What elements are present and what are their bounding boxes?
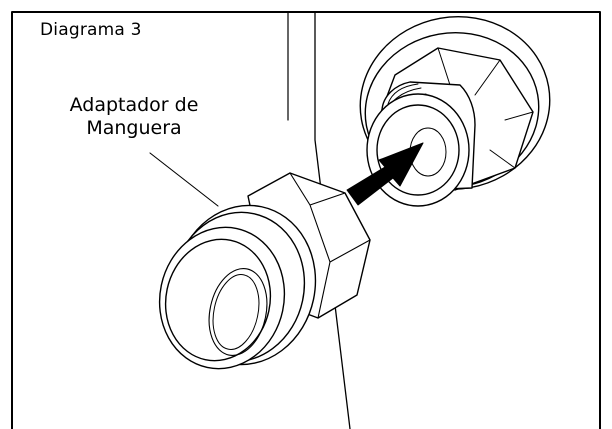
- callout-label: Adaptador de Manguera: [40, 94, 228, 140]
- hose-adapter: [158, 172, 371, 370]
- callout-leader: [149, 152, 219, 207]
- panel-edge-right: [314, 11, 351, 429]
- callout-label-line1: Adaptador de: [69, 94, 199, 116]
- callout-label-line2: Manguera: [86, 117, 182, 139]
- frame-border: [11, 11, 601, 429]
- arrow-icon: [346, 142, 424, 206]
- diagram-title: Diagrama 3: [40, 20, 142, 40]
